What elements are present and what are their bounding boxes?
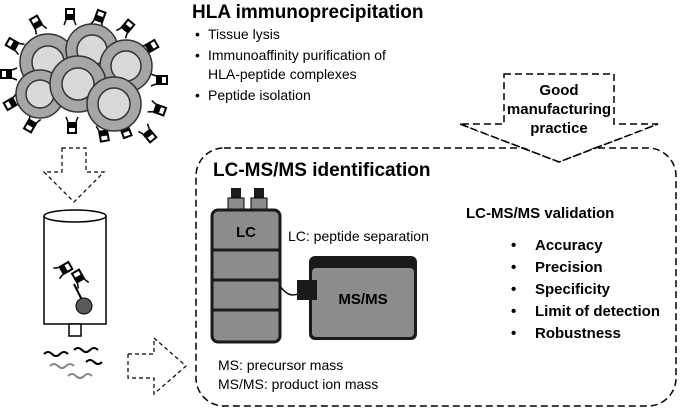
bullet-icon: • xyxy=(511,303,516,320)
bullet-icon: • xyxy=(511,237,516,254)
lcms-panel xyxy=(195,147,677,407)
bead-antibody-icon xyxy=(52,259,93,315)
validation-item: Specificity xyxy=(535,281,611,298)
validation-item: Accuracy xyxy=(535,237,603,254)
cell-icon xyxy=(15,23,153,132)
ms-label: MS/MS xyxy=(338,291,387,308)
bullet-icon: • xyxy=(195,87,200,103)
peptide-squiggles-icon xyxy=(43,347,103,379)
down-arrow-icon xyxy=(42,147,106,203)
bullet-icon: • xyxy=(195,26,200,42)
bullet-icon: • xyxy=(511,325,516,342)
ms-caption-precursor: MS: precursor mass xyxy=(218,357,343,373)
gmp-label: Good manufacturing practice xyxy=(507,82,611,137)
ms-caption-product: MS/MS: product ion mass xyxy=(218,376,378,392)
hla-bullet-text: Immunoaffinity purification of xyxy=(208,47,386,63)
cell-cluster-illustration xyxy=(0,7,169,146)
svg-text:manufacturing: manufacturing xyxy=(507,101,611,118)
svg-text:Good: Good xyxy=(539,82,578,99)
validation-item: Robustness xyxy=(535,325,621,342)
lc-instrument xyxy=(210,188,282,344)
purification-column-illustration xyxy=(43,209,107,337)
hla-bullet-text: Peptide isolation xyxy=(208,87,311,103)
lc-caption: LC: peptide separation xyxy=(288,228,429,244)
hla-title: HLA immunoprecipitation xyxy=(192,2,424,23)
bullet-icon: • xyxy=(511,259,516,276)
msms-instrument xyxy=(297,256,417,340)
svg-text:practice: practice xyxy=(530,120,588,137)
lc-label: LC xyxy=(236,224,256,241)
bullet-icon: • xyxy=(195,47,200,63)
validation-item: Limit of detection xyxy=(535,303,660,320)
validation-item: Precision xyxy=(535,259,603,276)
hla-bullet-text: Tissue lysis xyxy=(208,26,280,42)
hla-bullets: • Tissue lysis • Immunoaffinity purifica… xyxy=(195,26,386,103)
validation-title: LC-MS/MS validation xyxy=(466,205,614,222)
lcms-title: LC-MS/MS identification xyxy=(213,160,430,181)
validation-list: • Accuracy • Precision • Specificity • L… xyxy=(511,237,660,342)
right-arrow-icon xyxy=(127,336,187,396)
bullet-icon: • xyxy=(511,281,516,298)
hla-bullet-text: HLA-peptide complexes xyxy=(208,66,357,82)
